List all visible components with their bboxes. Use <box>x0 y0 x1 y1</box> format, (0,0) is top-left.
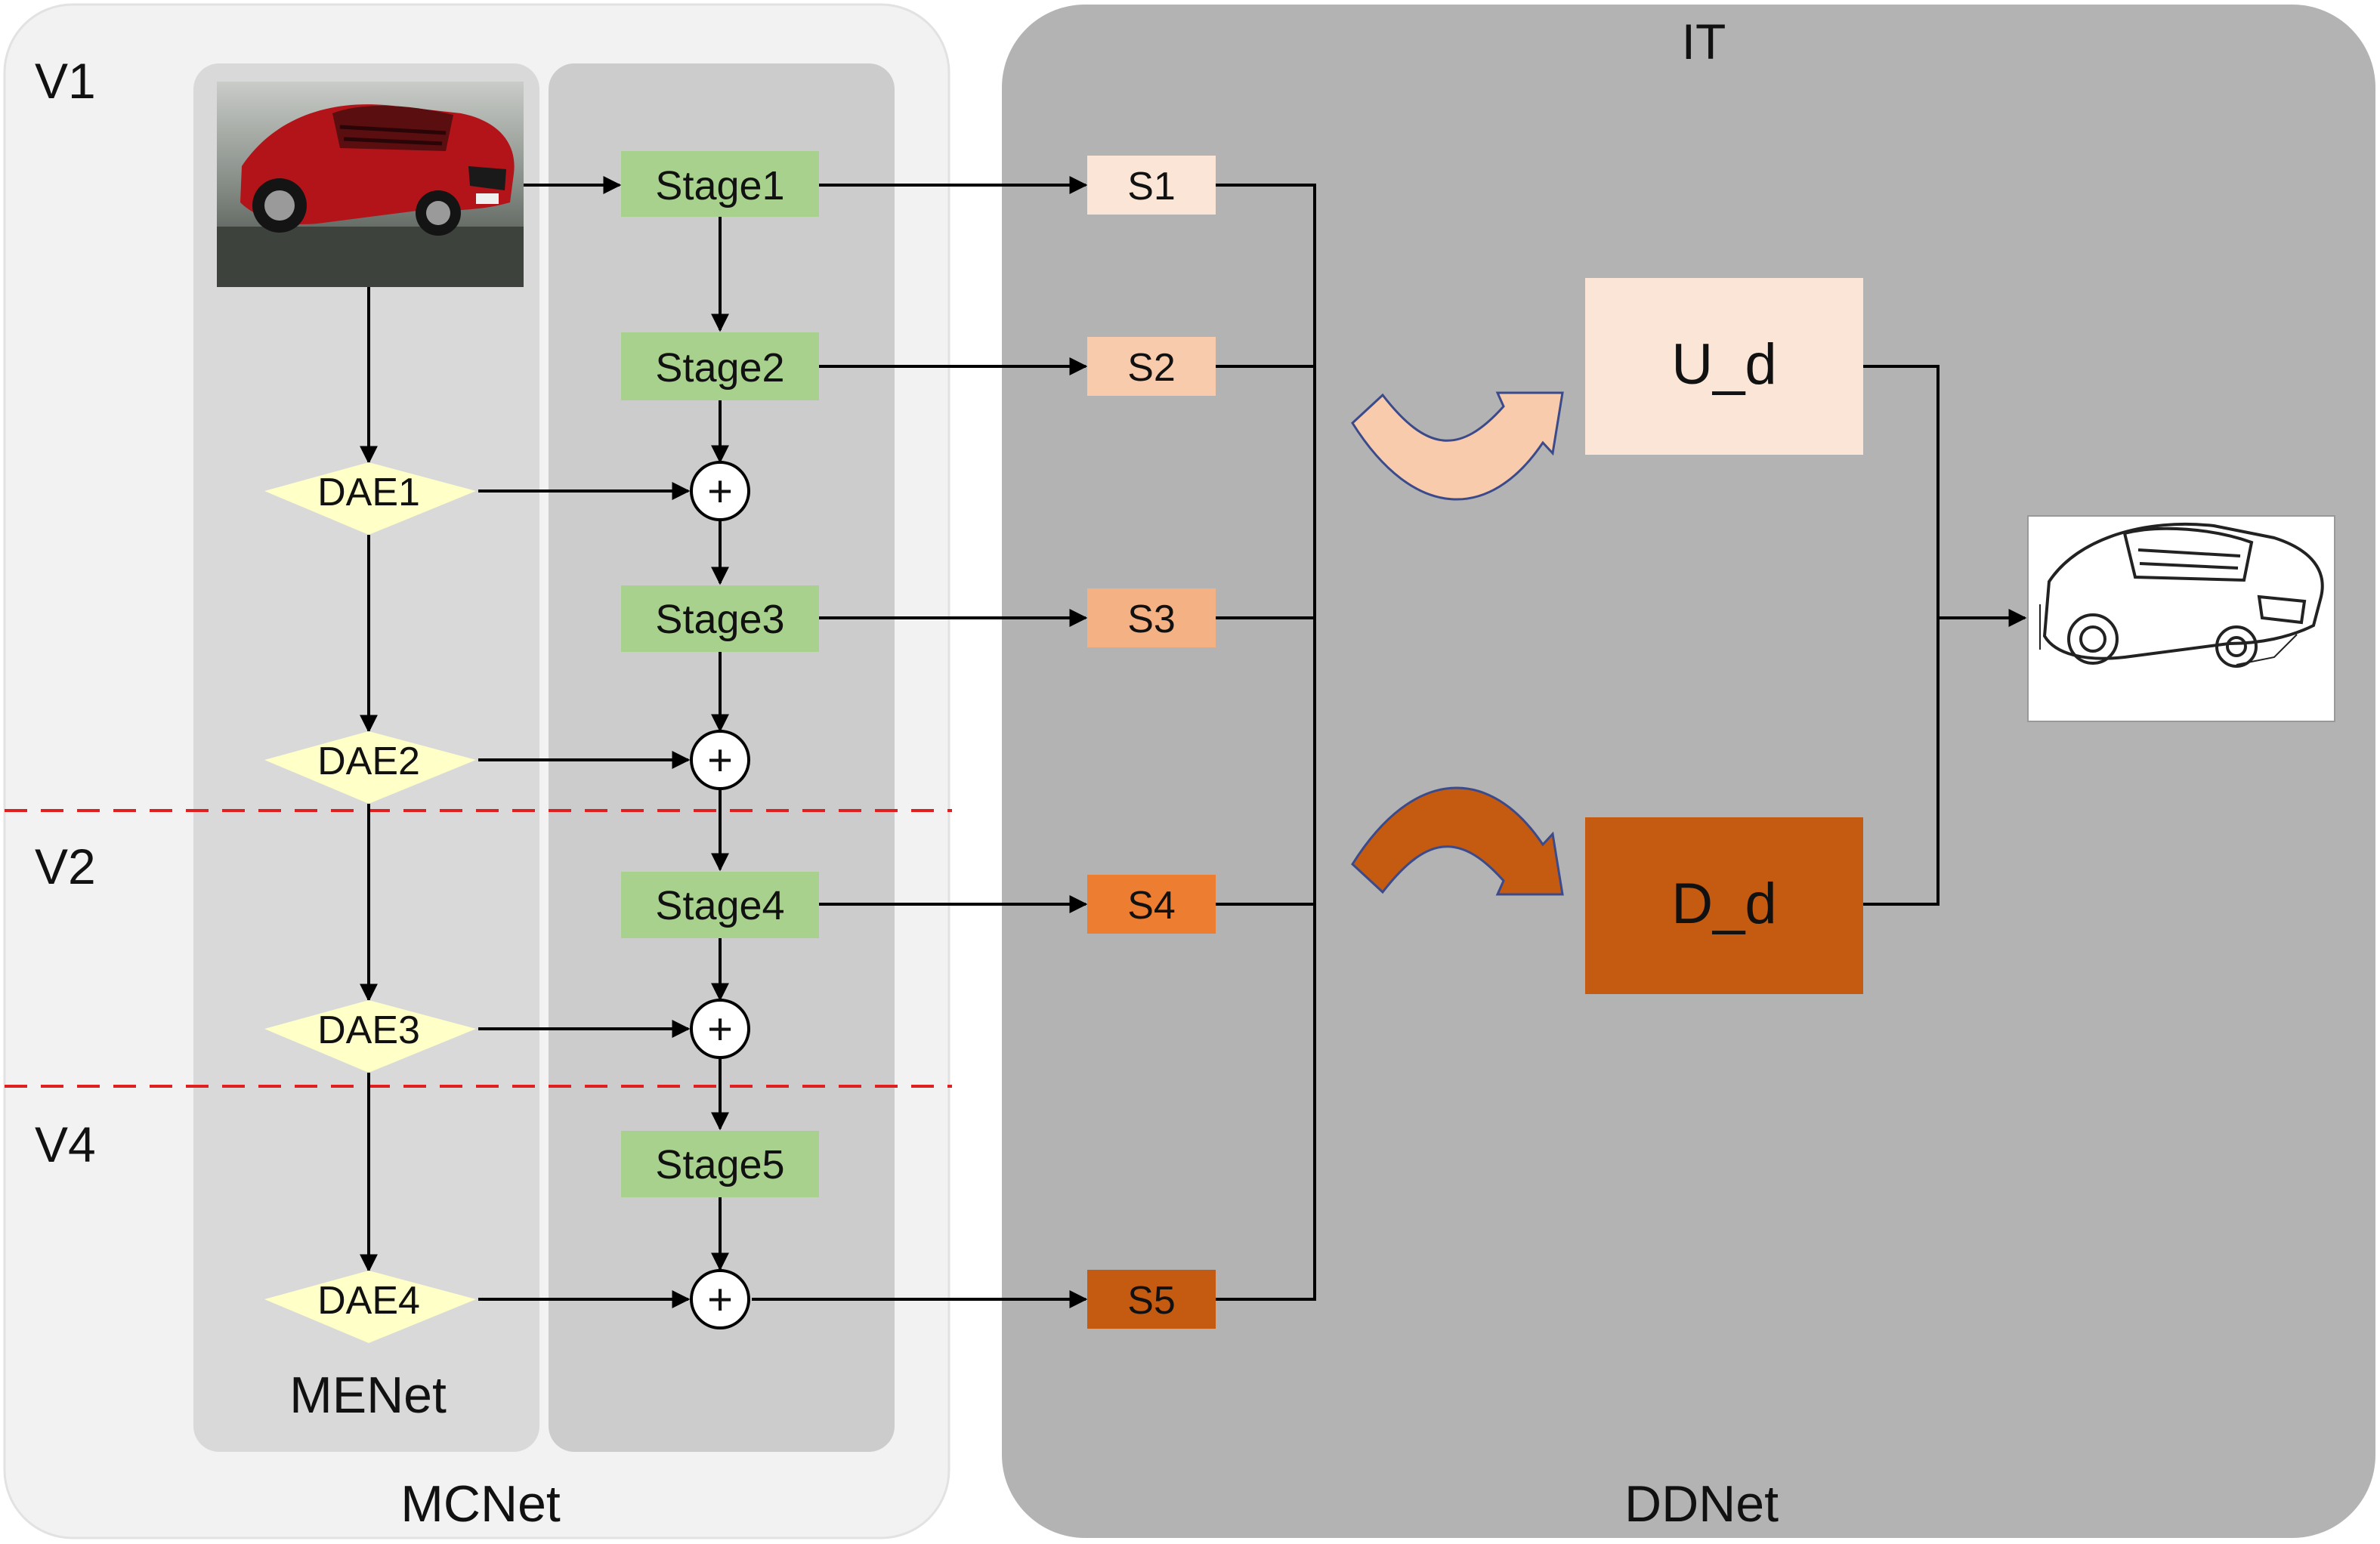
stage-label: Stage4 <box>655 883 784 928</box>
mcnet-label: MCNet <box>400 1475 561 1533</box>
output-edge-map <box>2027 515 2335 722</box>
plus-node-3: + <box>690 999 750 1059</box>
stage-block-3: Stage3 <box>621 585 819 652</box>
decoder-label: U_d <box>1671 332 1776 397</box>
side-output-1: S1 <box>1087 156 1216 215</box>
curved-arrow-to-u-d-icon <box>1351 391 1564 501</box>
region-label-v1: V1 <box>35 53 96 109</box>
dae-block-3: DAE3 <box>264 1000 476 1073</box>
region-label-v2: V2 <box>35 838 96 894</box>
menet-label: MENet <box>289 1366 447 1424</box>
decoder-d-d: D_d <box>1585 817 1863 994</box>
plus-symbol: + <box>707 467 733 516</box>
region-label-it: IT <box>1682 14 1726 69</box>
curved-arrow-to-d-d-icon <box>1351 786 1564 896</box>
side-output-5: S5 <box>1087 1270 1216 1329</box>
side-output-label: S4 <box>1127 884 1176 928</box>
ddnet-label: DDNet <box>1624 1475 1779 1533</box>
side-output-label: S2 <box>1127 346 1176 390</box>
stage-block-4: Stage4 <box>621 872 819 938</box>
input-car-image <box>217 82 524 287</box>
side-output-label: S3 <box>1127 598 1176 641</box>
dae-label: DAE2 <box>317 740 420 783</box>
side-output-label: S1 <box>1127 165 1176 208</box>
stage-block-5: Stage5 <box>621 1131 819 1197</box>
stage-label: Stage2 <box>655 345 784 391</box>
stage-label: Stage1 <box>655 163 784 208</box>
region-label-v4: V4 <box>35 1116 96 1172</box>
dae-label: DAE4 <box>317 1279 420 1323</box>
connector-lines <box>360 176 2027 1308</box>
decoder-u-d: U_d <box>1585 278 1863 455</box>
decoder-label: D_d <box>1671 872 1776 936</box>
plus-symbol: + <box>707 1275 733 1324</box>
stage-label: Stage5 <box>655 1142 784 1187</box>
plus-symbol: + <box>707 1005 733 1054</box>
stage-block-1: Stage1 <box>621 151 819 217</box>
plus-node-2: + <box>690 730 750 790</box>
dae-block-1: DAE1 <box>264 462 476 535</box>
dae-label: DAE3 <box>317 1008 420 1052</box>
stage-block-2: Stage2 <box>621 332 819 400</box>
side-output-2: S2 <box>1087 337 1216 396</box>
dae-block-4: DAE4 <box>264 1271 476 1343</box>
stage-label: Stage3 <box>655 597 784 642</box>
ddnet-panel <box>1002 5 2375 1538</box>
dae-label: DAE1 <box>317 471 420 514</box>
plus-node-1: + <box>690 461 750 521</box>
side-output-3: S3 <box>1087 588 1216 647</box>
side-output-label: S5 <box>1127 1279 1176 1323</box>
plus-node-4: + <box>690 1269 750 1329</box>
side-output-4: S4 <box>1087 875 1216 934</box>
plus-symbol: + <box>707 736 733 785</box>
dae-block-2: DAE2 <box>264 731 476 804</box>
